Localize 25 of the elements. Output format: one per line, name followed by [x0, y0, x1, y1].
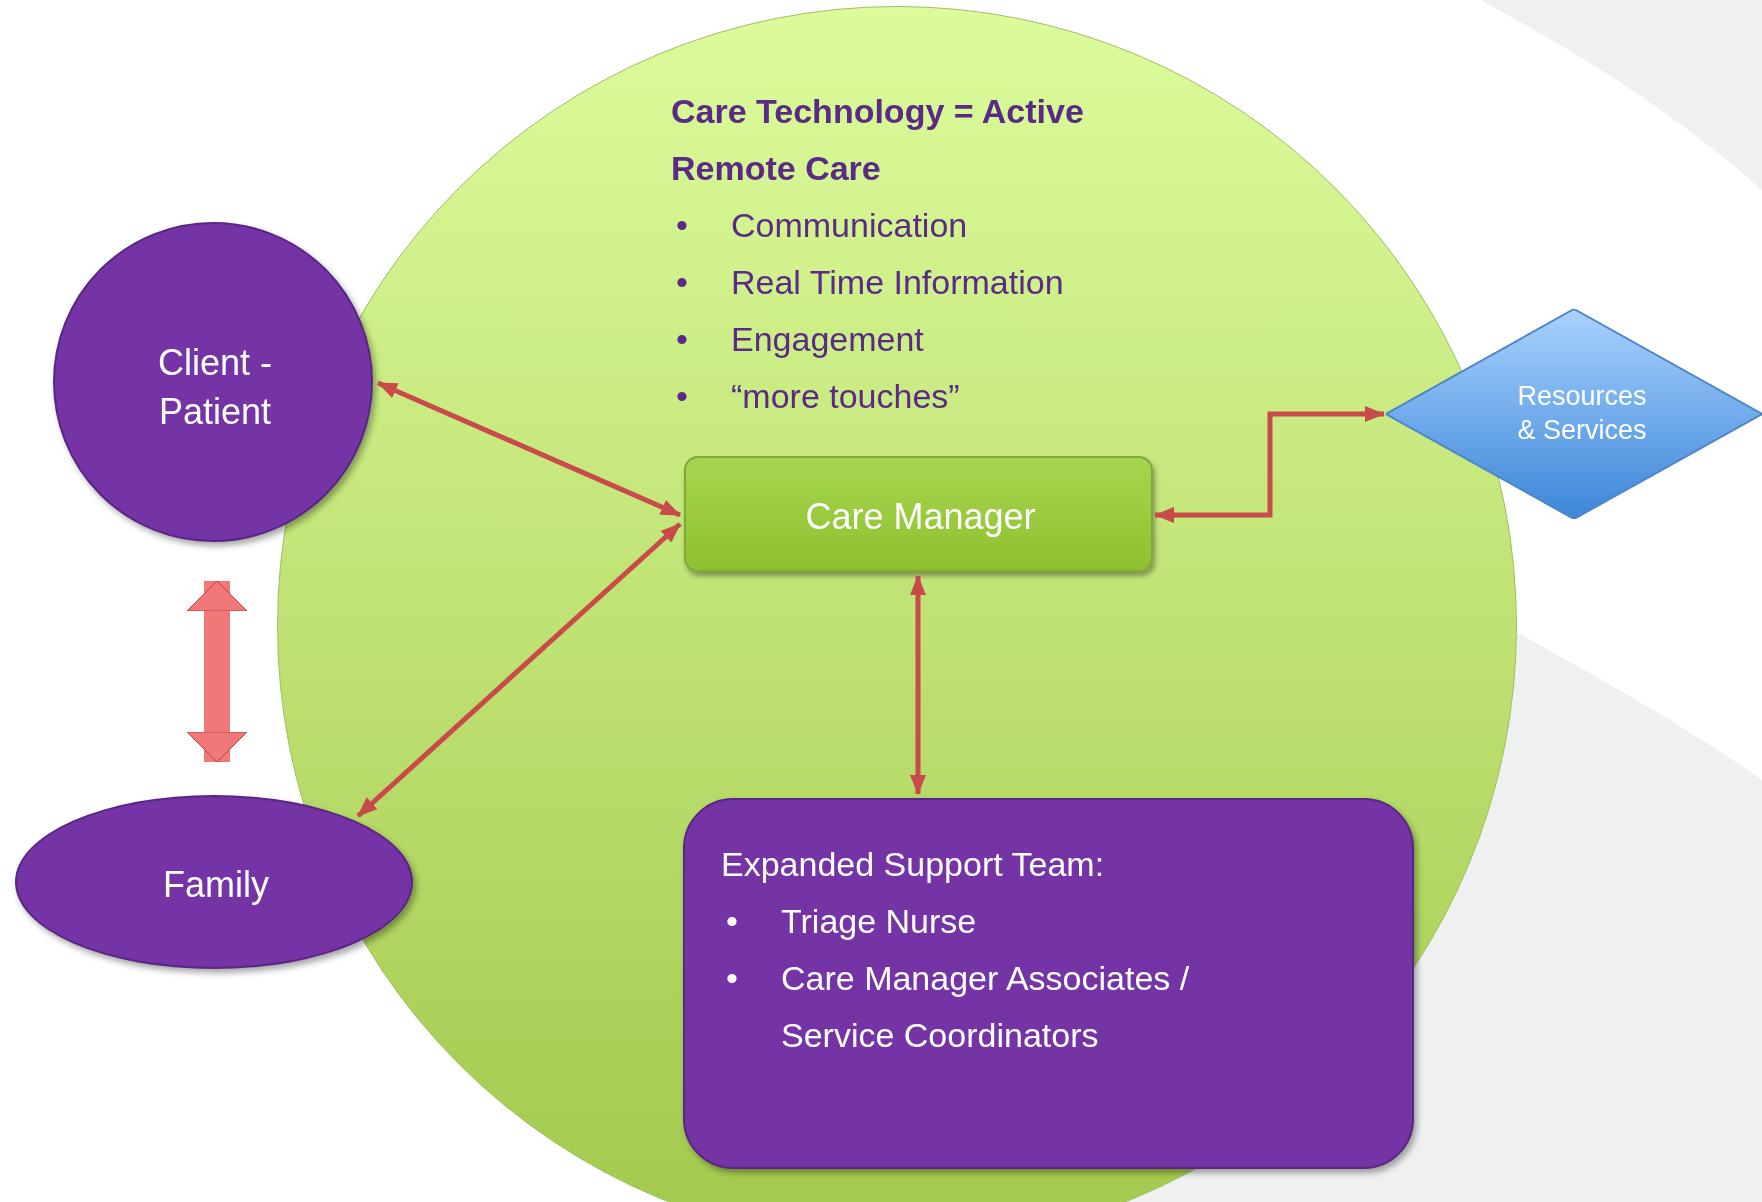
bullet-item: Communication: [731, 206, 968, 244]
arrow: [377, 380, 681, 518]
bullet: •: [676, 262, 688, 303]
node-label: Client - Patient: [157, 341, 273, 434]
node-label: Resources & Services: [1516, 380, 1648, 447]
bullet-item: Real Time Information: [731, 263, 1064, 301]
arrow: [910, 575, 926, 795]
bullet: •: [726, 958, 738, 999]
heading: Expanded Support Team:: [721, 844, 1106, 885]
node-label: Care Manager: [804, 494, 1037, 539]
bullet: •: [726, 901, 738, 942]
bullet: •: [676, 319, 688, 360]
node-label: Family: [162, 862, 270, 907]
arrow: [1154, 406, 1385, 523]
bullet-item: Engagement: [731, 320, 924, 358]
bullet-item: Triage Nurse: [781, 902, 977, 940]
care-manager-box: [684, 456, 1153, 572]
block-arrow: [186, 580, 248, 763]
bullet: •: [676, 205, 688, 246]
heading: Care Technology = Active Remote Care: [671, 91, 1085, 189]
bullet-item: Care Manager Associates / Service Coordinators: [781, 959, 1190, 1054]
resources-diamond: [1386, 309, 1762, 519]
bullet: •: [676, 376, 688, 417]
arrow: [356, 522, 682, 818]
bullet-item: “more touches”: [731, 377, 960, 415]
